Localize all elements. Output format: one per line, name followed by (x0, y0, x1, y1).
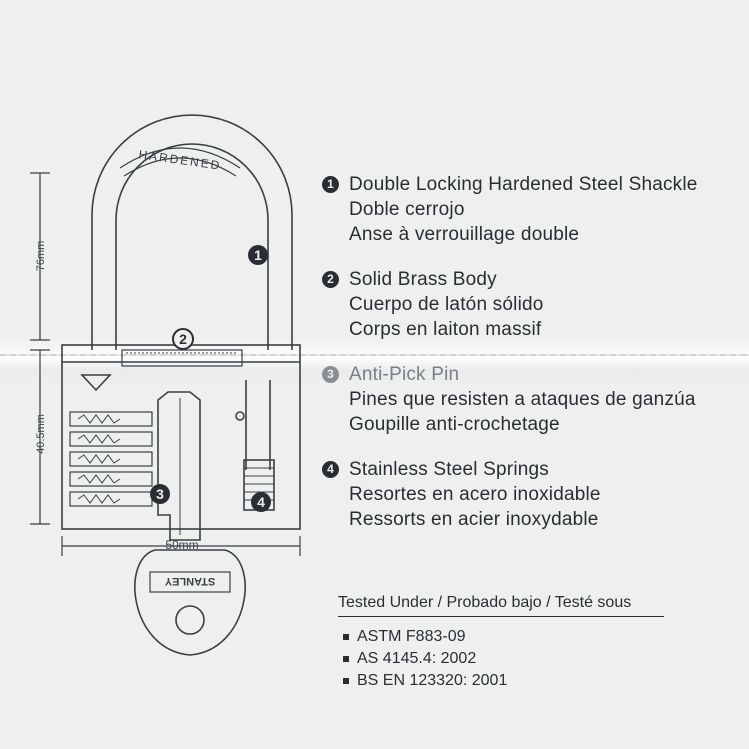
shackle-inner (115, 143, 269, 350)
feature-pin: 3 Anti-Pick Pin Pines que resisten a ataq… (322, 362, 696, 437)
callout-1: 1 (248, 245, 268, 265)
package-crease (0, 354, 749, 356)
shackle-stamp: HARDENED (138, 147, 222, 172)
feature-es: Doble cerrojo (349, 199, 465, 220)
svg-text:3: 3 (156, 486, 164, 502)
number-4-icon: 4 (322, 461, 339, 478)
key-brand: STANLEY (164, 575, 215, 587)
callout-3: 3 (150, 484, 170, 504)
svg-text:1: 1 (254, 247, 262, 263)
standard-label: ASTM F883-09 (357, 628, 466, 645)
tested-heading: Tested Under / Probado bajo / Testé sous (338, 594, 632, 611)
square-bullet-icon (343, 656, 349, 662)
feature-springs: 4 Stainless Steel Springs Resortes en ace… (322, 457, 601, 532)
feature-es: Resortes en acero inoxidable (349, 484, 601, 505)
feature-en: Solid Brass Body (349, 269, 497, 290)
svg-text:2: 2 (179, 331, 187, 347)
number-2-icon: 2 (322, 271, 339, 288)
svg-text:4: 4 (257, 494, 265, 510)
feature-en: Stainless Steel Springs (349, 459, 549, 480)
feature-es: Cuerpo de latón sólido (349, 294, 544, 315)
feature-shackle: 1 Double Locking Hardened Steel Shackle D… (322, 172, 698, 247)
callout-2: 2 (172, 328, 194, 350)
feature-es: Pines que resisten a ataques de ganzúa (349, 389, 696, 410)
divider (338, 616, 664, 617)
key-bow (134, 549, 246, 656)
dim-shackle-label: 76mm (35, 241, 47, 272)
feature-en: Anti-Pick Pin (349, 364, 460, 385)
feature-en: Double Locking Hardened Steel Shackle (349, 174, 698, 195)
feature-body: 2 Solid Brass Body Cuerpo de latón sólido… (322, 267, 544, 342)
dim-body-label: 40.5mm (35, 414, 47, 454)
list-item: AS 4145.4: 2002 (343, 648, 507, 670)
feature-fr: Ressorts en acier inoxydable (349, 509, 599, 530)
feature-fr: Anse à verrouillage double (349, 224, 580, 245)
list-item: BS EN 123320: 2001 (343, 670, 507, 692)
feature-fr: Corps en laiton massif (349, 319, 542, 340)
number-3-icon: 3 (322, 366, 339, 383)
shackle-outer (91, 114, 293, 350)
standards-list: ASTM F883-09 AS 4145.4: 2002 BS EN 12332… (343, 626, 507, 692)
standard-label: AS 4145.4: 2002 (357, 650, 477, 667)
square-bullet-icon (343, 678, 349, 684)
standard-label: BS EN 123320: 2001 (357, 672, 508, 689)
feature-fr: Goupille anti-crochetage (349, 414, 560, 435)
callout-4: 4 (251, 492, 271, 512)
number-1-icon: 1 (322, 176, 339, 193)
square-bullet-icon (343, 634, 349, 640)
dim-width-label: 50mm (165, 538, 198, 552)
list-item: ASTM F883-09 (343, 626, 507, 648)
